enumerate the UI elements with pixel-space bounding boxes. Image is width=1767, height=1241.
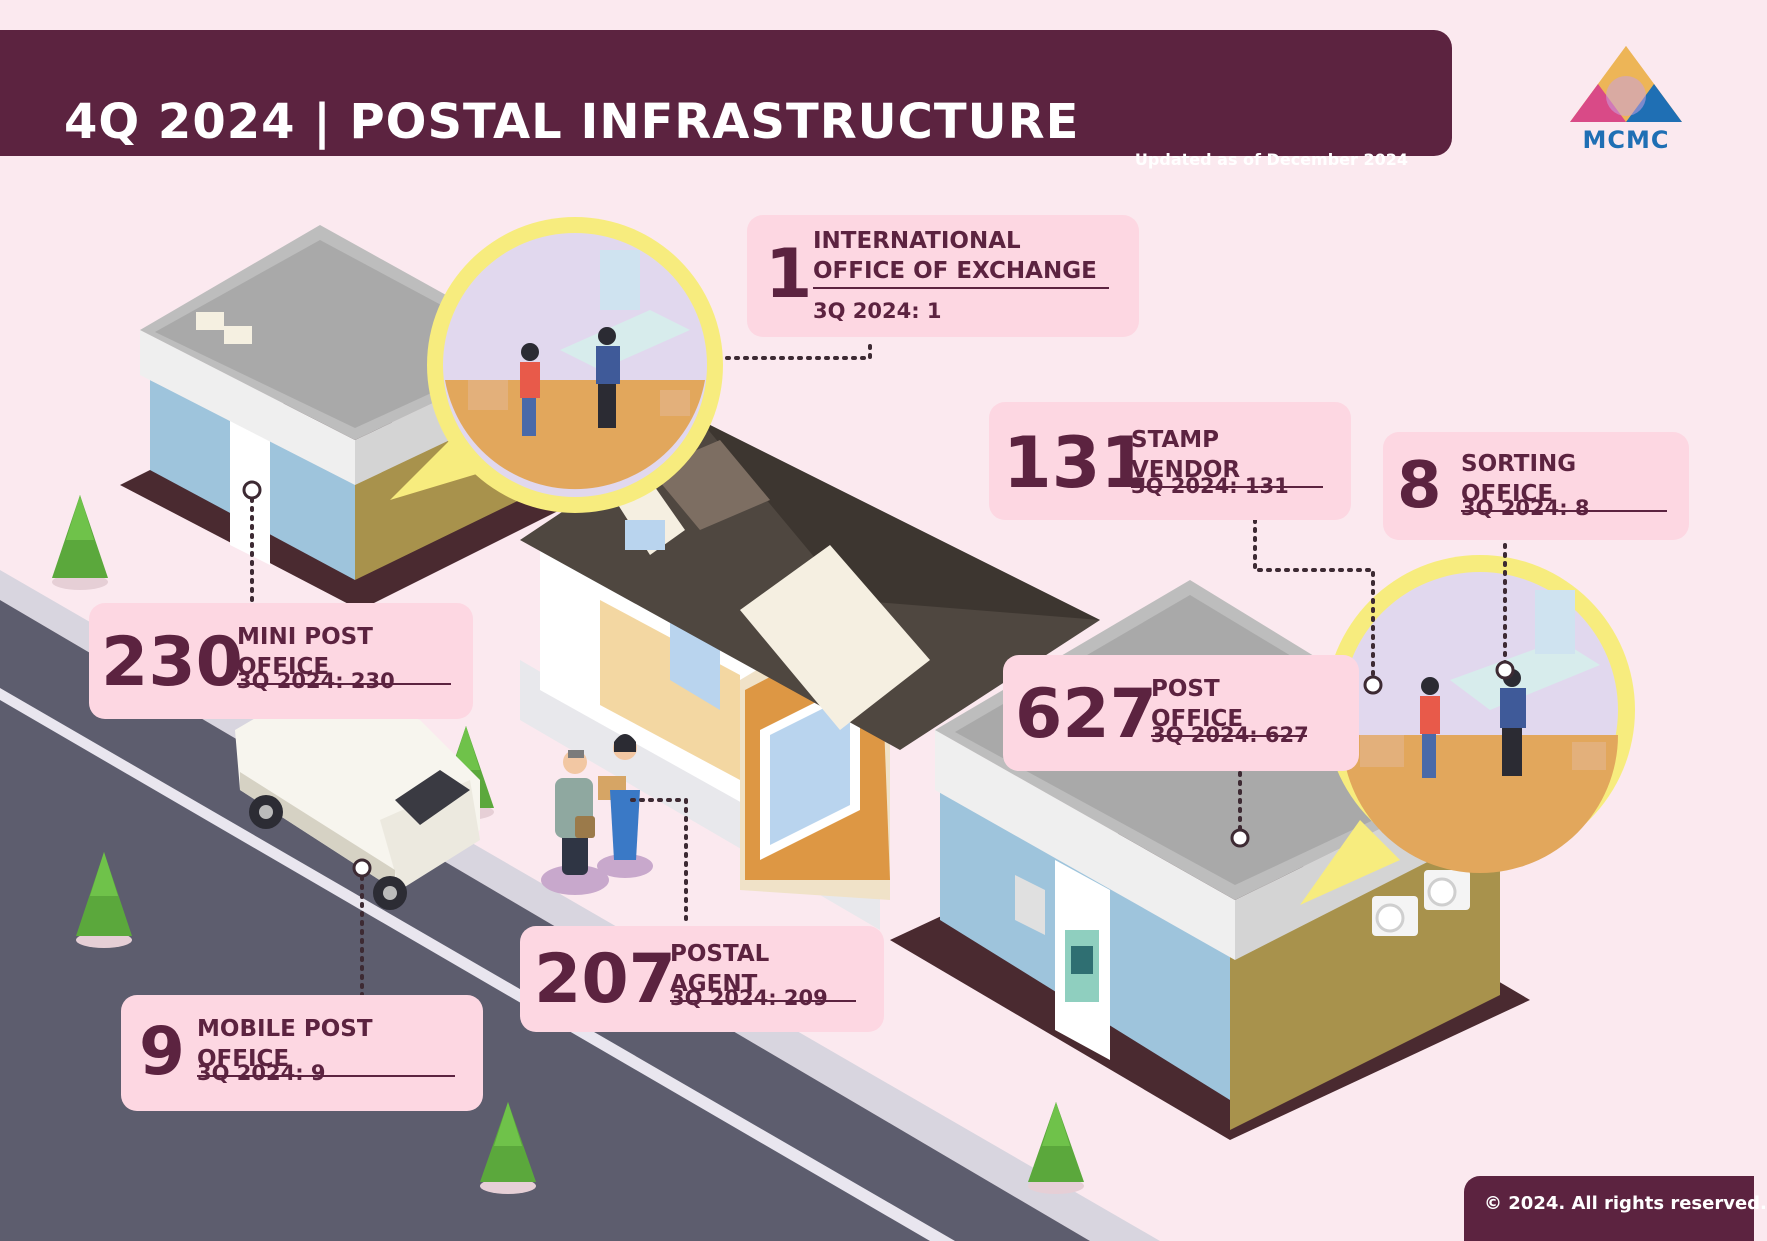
stat-label: POSTAL AGENT — [670, 940, 856, 1002]
stat-previous: 3Q 2024: 8 — [1461, 496, 1590, 520]
stat-label: STAMP VENDOR — [1131, 426, 1323, 488]
stat-value: 627 — [1015, 675, 1157, 754]
tree — [52, 495, 108, 590]
stat-previous: 3Q 2024: 9 — [197, 1061, 326, 1085]
stat-value: 1 — [765, 235, 813, 314]
stat-previous: 3Q 2024: 209 — [670, 986, 828, 1010]
stat-value: 230 — [101, 623, 243, 702]
sorting-office-interior-bubble — [1300, 555, 1635, 905]
stat-card-post-office: 627 POST OFFICE 3Q 2024: 627 — [1003, 655, 1359, 771]
stat-label: MINI POST OFFICE — [237, 623, 451, 685]
stat-value: 9 — [139, 1013, 185, 1090]
stat-card-stamp-vendor: 131 STAMP VENDOR 3Q 2024: 131 — [989, 402, 1351, 520]
stat-previous: 3Q 2024: 230 — [237, 669, 395, 693]
stat-card-sorting-office: 8 SORTING OFFICE 3Q 2024: 8 — [1383, 432, 1689, 540]
mcmc-logo-icon — [1570, 46, 1682, 122]
stat-value: 207 — [534, 940, 676, 1019]
stat-card-mobile-post-office: 9 MOBILE POST OFFICE 3Q 2024: 9 — [121, 995, 483, 1111]
house-building — [520, 420, 1100, 930]
stat-value: 131 — [1003, 422, 1150, 504]
header-banner: 4Q 2024 | POSTAL INFRASTRUCTURE Updated … — [0, 30, 1452, 169]
stat-card-postal-agent: 207 POSTAL AGENT 3Q 2024: 209 — [520, 926, 884, 1032]
connector-endpoints — [242, 480, 1515, 878]
stat-card-international-office: 1 INTERNATIONAL OFFICE OF EXCHANGE 3Q 20… — [747, 215, 1139, 337]
updated-date: Updated as of December 2024 — [1134, 150, 1408, 169]
stat-previous: 3Q 2024: 627 — [1151, 723, 1309, 747]
copyright-text: © 2024. All rights reserved. — [1484, 1193, 1767, 1214]
copyright-footer: © 2024. All rights reserved. — [1464, 1176, 1767, 1241]
postal-agent-figures — [541, 734, 653, 895]
tree — [1028, 1102, 1084, 1194]
stat-previous: 3Q 2024: 131 — [1131, 474, 1289, 498]
stat-value: 8 — [1397, 449, 1442, 523]
stat-label: INTERNATIONAL OFFICE OF EXCHANGE — [813, 227, 1109, 289]
stat-label: SORTING OFFICE — [1461, 450, 1667, 512]
stat-label: MOBILE POST OFFICE — [197, 1015, 455, 1077]
connector-lines — [250, 338, 1507, 997]
page-title: 4Q 2024 | POSTAL INFRASTRUCTURE — [64, 94, 1080, 150]
logo-text: MCMC — [1582, 126, 1670, 154]
post-office-interior-bubble — [390, 217, 723, 513]
stat-label: POST OFFICE — [1151, 675, 1307, 737]
stat-card-mini-post-office: 230 MINI POST OFFICE 3Q 2024: 230 — [89, 603, 473, 719]
tree — [76, 852, 132, 948]
tree — [480, 1102, 536, 1194]
stat-previous: 3Q 2024: 1 — [813, 299, 942, 323]
